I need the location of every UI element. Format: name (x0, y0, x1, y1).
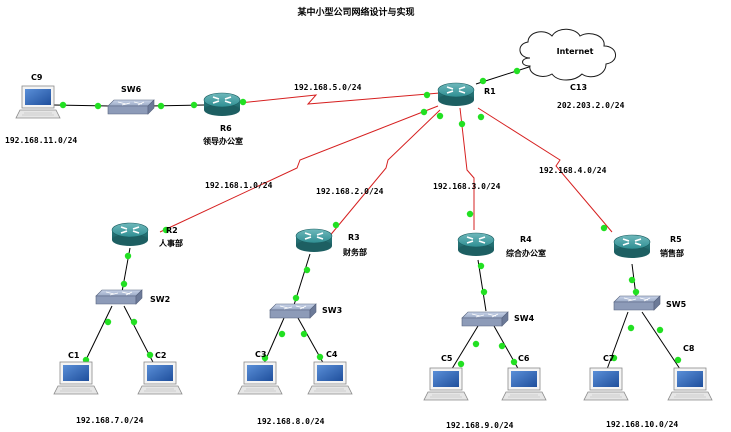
r2-name: R2 (166, 226, 178, 235)
sw5-name: SW5 (666, 300, 687, 309)
link-sw2-c2 (123, 305, 157, 369)
r3-wan-network: 192.168.2.0/24 (316, 187, 384, 196)
r4-dept: 综合办公室 (506, 248, 546, 258)
r5-dept: 销售部 (660, 248, 684, 258)
link-r1-r3 (327, 109, 441, 239)
cloud-label: Internet (557, 47, 594, 56)
r3-lan-network: 192.168.8.0/24 (257, 417, 325, 426)
switch-icon-sw6[interactable] (107, 99, 155, 115)
link-sw3-c4 (297, 317, 327, 369)
pc-icon-c9[interactable] (15, 85, 61, 119)
r4-name: R4 (520, 235, 532, 244)
pc-icon-c4[interactable] (307, 361, 353, 395)
c6-name: C6 (518, 354, 530, 363)
cloud-name: C13 (570, 83, 587, 92)
c7-name: C7 (603, 354, 614, 363)
cloud-icon[interactable] (519, 28, 616, 81)
c8-name: C8 (683, 344, 695, 353)
switch-icon-sw5[interactable] (613, 295, 661, 311)
sw2-name: SW2 (150, 295, 170, 304)
link-r1-r2 (159, 105, 439, 233)
diagram-title: 某中小型公司网络设计与实现 (297, 6, 414, 18)
sw3-name: SW3 (322, 306, 342, 315)
pc-icon-c5[interactable] (423, 367, 469, 401)
link-sw5-c8 (641, 311, 683, 373)
c9-network: 192.168.11.0/24 (5, 136, 77, 145)
link-sw5-c7 (605, 311, 629, 373)
r1-name: R1 (484, 87, 496, 96)
link-sw4-c5 (449, 325, 479, 373)
r6-dept: 领导办公室 (203, 136, 243, 146)
c2-name: C2 (155, 351, 166, 360)
r3-dept: 财务部 (342, 247, 367, 257)
sw4-name: SW4 (514, 314, 535, 323)
link-r1-r5 (477, 107, 613, 233)
link-r1-r6 (229, 92, 441, 105)
router-icon-r6[interactable] (203, 92, 241, 117)
r5-lan-network: 192.168.10.0/24 (606, 420, 678, 429)
router-icon-r4[interactable] (457, 232, 495, 257)
r2-lan-network: 192.168.7.0/24 (76, 416, 144, 425)
r4-wan-network: 192.168.3.0/24 (433, 182, 501, 191)
c1-name: C1 (68, 351, 80, 360)
router-icon-r1[interactable] (437, 82, 475, 107)
r3-name: R3 (348, 233, 360, 242)
pc-icon-c1[interactable] (53, 361, 99, 395)
r4-lan-network: 192.168.9.0/24 (446, 421, 514, 430)
router-icon-r3[interactable] (295, 228, 333, 253)
router-icon-r5[interactable] (613, 234, 651, 259)
switch-icon-sw4[interactable] (461, 311, 509, 327)
c5-name: C5 (441, 354, 453, 363)
pc-icon-c6[interactable] (501, 367, 547, 401)
pc-icon-c2[interactable] (137, 361, 183, 395)
c4-name: C4 (326, 350, 338, 359)
c9-name: C9 (31, 73, 43, 82)
r6-name: R6 (220, 124, 232, 133)
sw6-name: SW6 (121, 85, 142, 94)
r2-dept: 人事部 (159, 238, 183, 248)
cloud-network: 202.203.2.0/24 (557, 101, 625, 110)
port-dots (59, 67, 682, 368)
r5-name: R5 (670, 235, 682, 244)
link-sw4-c6 (493, 325, 521, 373)
switch-icon-sw2[interactable] (95, 289, 143, 305)
c3-name: C3 (255, 350, 266, 359)
r2-wan-network: 192.168.1.0/24 (205, 181, 273, 190)
link-r1-r4 (459, 107, 475, 230)
r1-r6-network: 192.168.5.0/24 (294, 83, 362, 92)
pc-icon-c7[interactable] (583, 367, 629, 401)
pc-icon-c8[interactable] (667, 367, 713, 401)
pc-icon-c3[interactable] (237, 361, 283, 395)
r5-wan-network: 192.168.4.0/24 (539, 166, 607, 175)
switch-icon-sw3[interactable] (269, 303, 317, 319)
router-icon-r2[interactable] (111, 222, 149, 247)
